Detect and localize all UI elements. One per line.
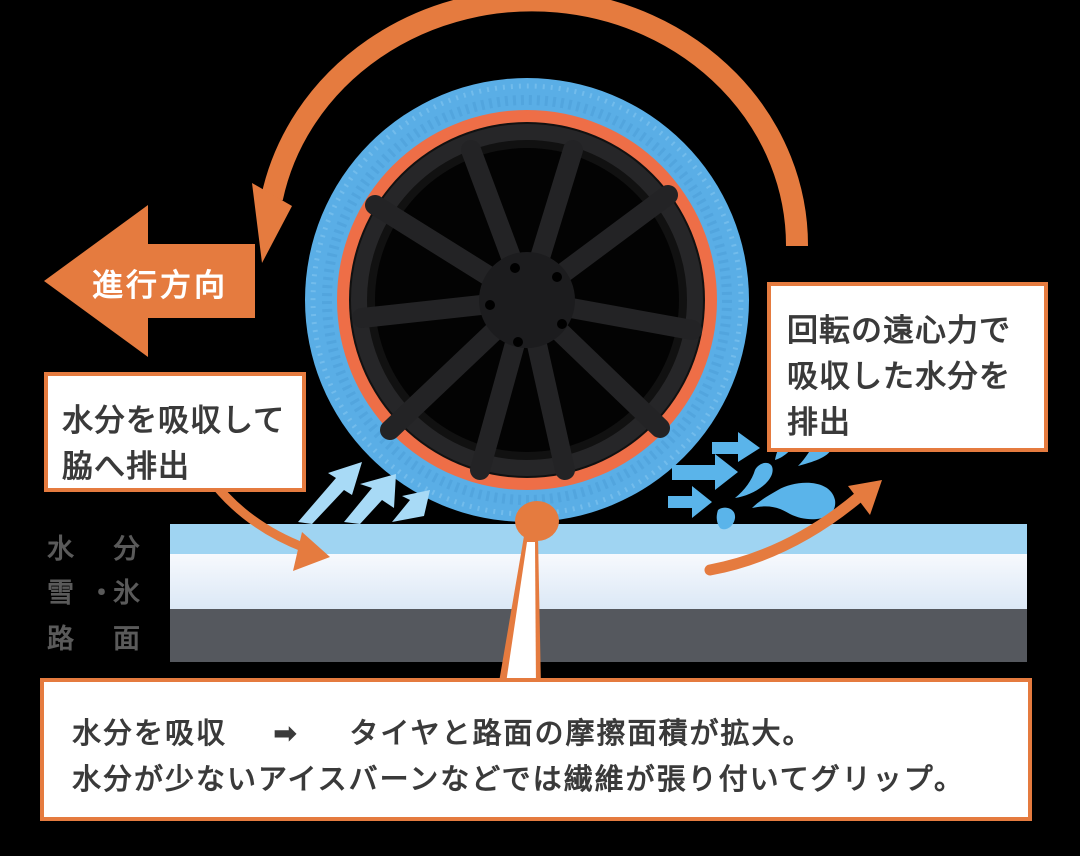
direction-arrow-icon: [44, 205, 255, 357]
label-separator: ・: [88, 578, 115, 609]
right-arrow-icon: ➡: [273, 716, 300, 750]
label-water-2: 分: [113, 534, 140, 565]
callout-line: 排出: [787, 405, 851, 441]
summary-line-1: 水分を吸収 ➡ タイヤと路面の摩擦面積が拡大。: [72, 710, 1028, 756]
right-discharge-arrow-icon: [704, 480, 882, 576]
callout-absorb-side-discharge: 水分を吸収して 脇へ排出: [44, 372, 306, 492]
summary-line-2: 水分が少ないアイスバーンなどでは繊維が張り付いてグリップ。: [72, 762, 965, 796]
summary-effect: タイヤと路面の摩擦面積が拡大。: [349, 716, 814, 750]
rotation-arrow-icon: [252, 0, 809, 263]
direction-of-travel-label: 進行方向: [92, 268, 228, 304]
tire-sock-wheel: [305, 78, 749, 522]
callout-line: 水分を吸収して: [62, 403, 286, 439]
label-road-1: 路: [47, 624, 74, 655]
contact-point-pointer: [498, 501, 559, 690]
lug-nuts: [485, 263, 567, 347]
label-water-1: 水: [47, 534, 74, 565]
road-layer: [170, 609, 1027, 662]
water-outflow-arrows-icon: [668, 432, 760, 518]
summary-cause: 水分を吸収: [72, 716, 228, 750]
callout-line: 脇へ排出: [62, 449, 190, 485]
callout-friction-summary: 水分を吸収 ➡ タイヤと路面の摩擦面積が拡大。 水分が少ないアイスバーンなどでは繊維…: [40, 678, 1032, 821]
water-side-splash-icon: [298, 462, 430, 524]
callout-line: 吸収した水分を: [787, 359, 1011, 395]
callout-centrifugal-discharge: 回転の遠心力で 吸収した水分を 排出: [767, 282, 1048, 452]
label-snow: 雪: [47, 578, 74, 609]
callout-line: 回転の遠心力で: [787, 313, 1011, 349]
label-road-2: 面: [113, 624, 140, 655]
label-ice: 氷: [113, 578, 140, 609]
